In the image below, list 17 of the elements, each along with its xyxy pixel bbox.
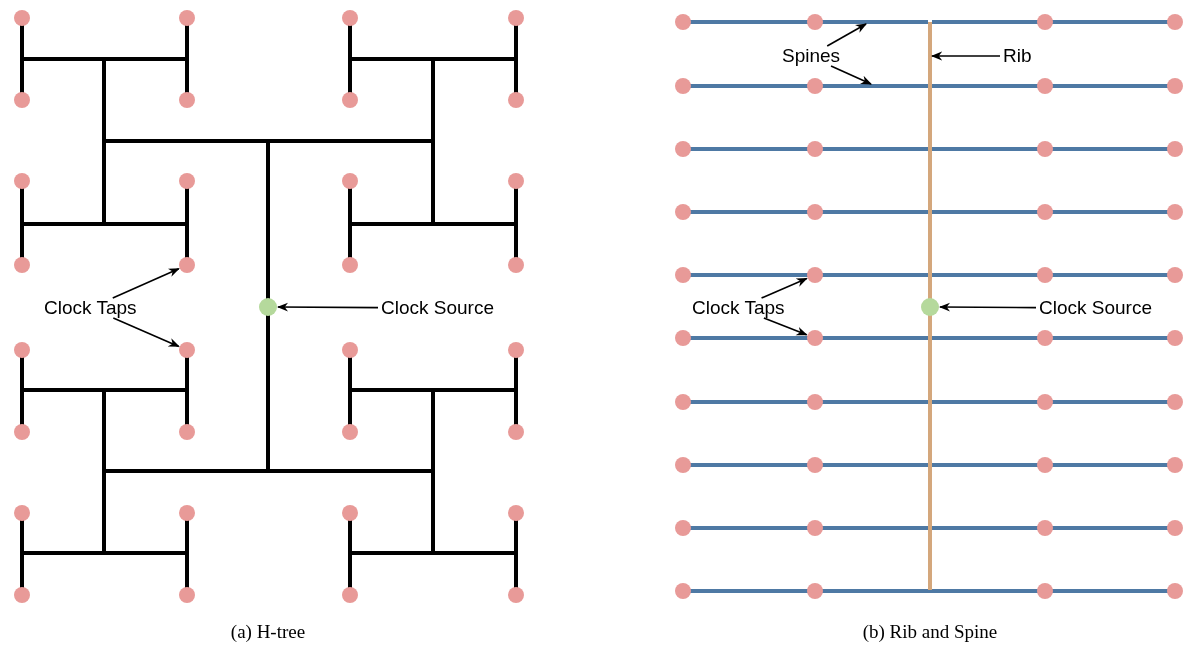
subfigure-caption: (b) Rib and Spine — [861, 620, 999, 644]
callout-text: Clock Taps — [692, 296, 785, 320]
leader-arrow — [112, 267, 180, 299]
callout-text: Clock Source — [381, 296, 494, 320]
leader-arrow — [276, 302, 379, 312]
leader-arrow — [760, 277, 808, 299]
callout-text: Spines — [782, 44, 841, 68]
callout-text: Rib — [1003, 44, 1032, 68]
leader-arrow — [830, 65, 872, 85]
leader-arrow — [763, 317, 808, 336]
leader-arrow — [930, 51, 1001, 61]
leader-arrow — [112, 317, 180, 348]
leader-arrow — [938, 302, 1037, 312]
callout-text: Clock Source — [1039, 296, 1152, 320]
subfigure-caption: (a) H-tree — [229, 620, 307, 644]
leader-arrow — [826, 23, 867, 47]
callout-text: Clock Taps — [44, 296, 137, 320]
